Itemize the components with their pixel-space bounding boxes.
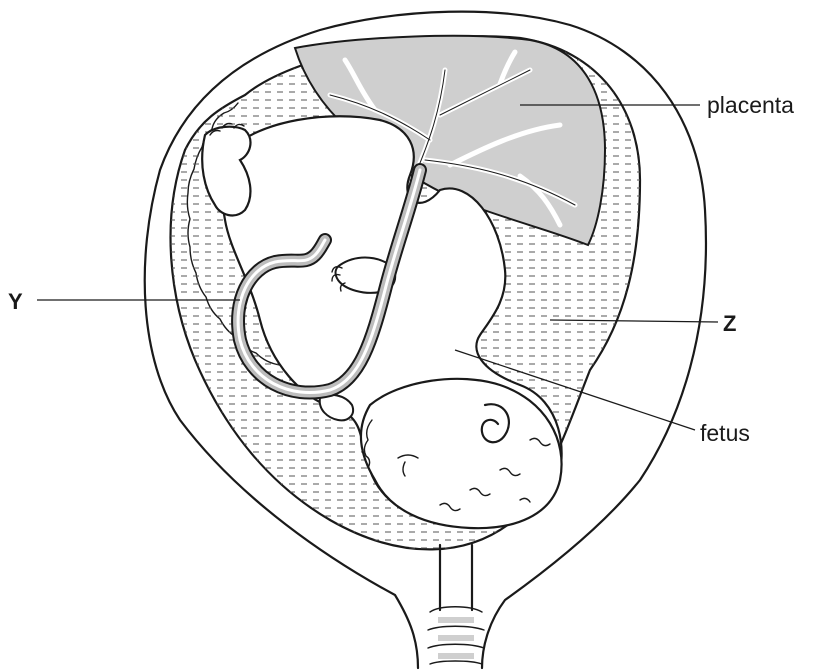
- label-y: Y: [8, 289, 23, 314]
- label-placenta: placenta: [707, 92, 794, 118]
- cervix: [428, 545, 484, 664]
- label-z: Z: [723, 311, 736, 336]
- label-fetus: fetus: [700, 420, 750, 446]
